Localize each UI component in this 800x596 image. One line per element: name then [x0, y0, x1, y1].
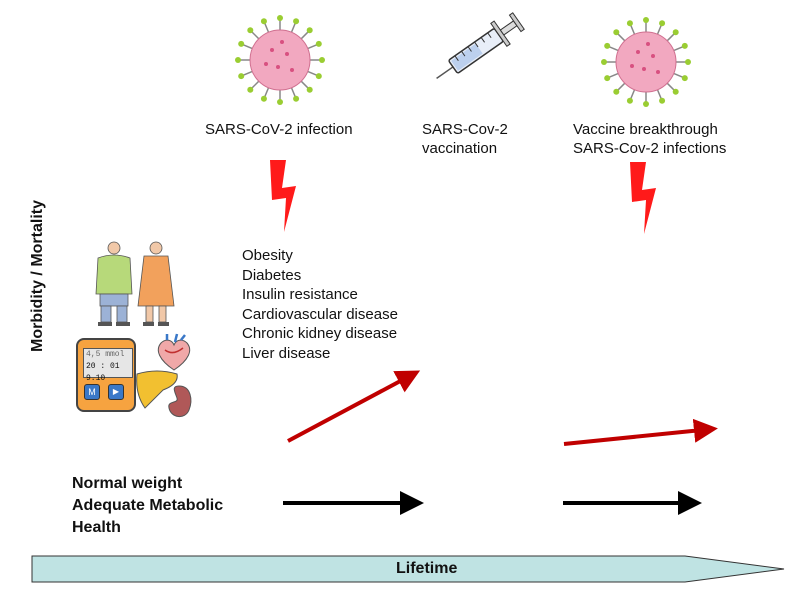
breakthrough-label: Vaccine breakthrough SARS-Cov-2 infectio… — [573, 121, 727, 157]
risk-factor-list: Obesity Diabetes Insulin resistance Card… — [242, 246, 398, 363]
risk-factor-item: Insulin resistance — [242, 286, 358, 303]
kidney-icon — [168, 385, 192, 417]
virus-icon — [235, 15, 325, 105]
risk-factor-item: Cardiovascular disease — [242, 305, 398, 323]
meter-date: 20 : 01 9.10 — [86, 362, 120, 383]
lightning-icon — [630, 162, 656, 234]
virus-icon — [601, 17, 691, 107]
meter-reading: 4,5 mmol — [86, 350, 125, 359]
vaccination-label: SARS-Cov-2 vaccination — [422, 121, 508, 157]
healthy-label: Normal weight Adequate Metabolic Health — [72, 475, 224, 536]
risk-factor-item: Liver disease — [242, 344, 331, 362]
meter-button-left: M — [84, 384, 100, 400]
meter-button-right: ▶ — [108, 384, 124, 400]
syringe-icon — [436, 12, 525, 80]
risk-factor-item: Diabetes — [242, 266, 302, 284]
infection-label: SARS-CoV-2 infection — [205, 121, 353, 138]
risk-arrow — [563, 418, 718, 446]
risk-factor-item: Obesity — [242, 247, 293, 264]
timeline-bar — [31, 555, 785, 583]
timeline-label: Lifetime — [396, 560, 458, 577]
meter-screen: 4,5 mmol 20 : 01 9.10 — [83, 348, 133, 383]
lightning-icon — [270, 160, 296, 232]
glucose-meter-icon: 4,5 mmol 20 : 01 9.10 M ▶ — [76, 338, 136, 412]
liver-icon — [136, 370, 178, 409]
risk-arrow — [287, 370, 421, 443]
heart-icon — [157, 333, 191, 371]
people-icon — [95, 241, 175, 326]
risk-factor-item: Chronic kidney disease — [242, 325, 398, 342]
